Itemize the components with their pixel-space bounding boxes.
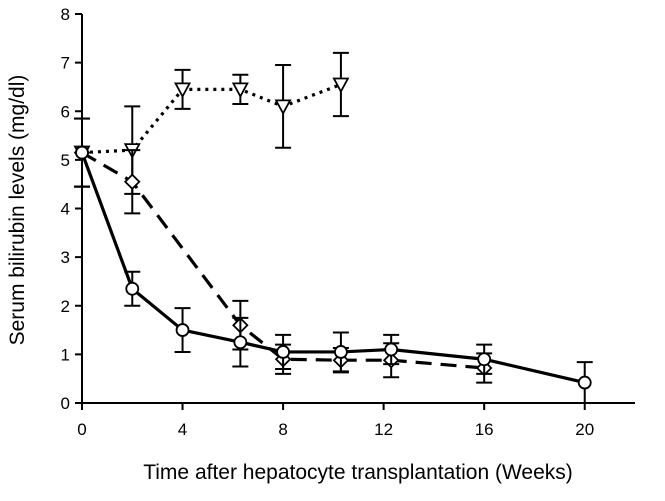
y-tick-label: 0 [61, 394, 70, 413]
data-point [276, 345, 290, 359]
data-point [477, 352, 492, 367]
data-point [334, 345, 348, 359]
y-tick-label: 2 [61, 297, 70, 316]
x-tick-label: 8 [278, 420, 287, 439]
x-tick-label: 12 [374, 420, 393, 439]
data-point [384, 342, 399, 357]
data-point [231, 82, 249, 99]
data-point [125, 281, 140, 296]
y-tick-label: 4 [61, 200, 70, 219]
series-solid [74, 117, 593, 404]
series-line [81, 83, 342, 155]
x-tick-label: 4 [178, 420, 187, 439]
y-tick-label: 1 [61, 345, 70, 364]
data-point [75, 145, 89, 160]
data-point [233, 335, 248, 350]
y-tick-label: 8 [61, 5, 70, 24]
x-tick-label: 0 [77, 420, 86, 439]
data-point [274, 99, 292, 116]
x-axis-label: Time after hepatocyte transplantation (W… [143, 461, 573, 484]
data-point [332, 77, 350, 94]
y-axis-label: Serum bilirubin levels (mg/dl) [6, 75, 29, 346]
data-point [175, 323, 190, 337]
series-layer [73, 51, 593, 404]
y-tick-label: 3 [61, 248, 70, 267]
y-tick-label: 5 [61, 151, 70, 170]
y-tick-label: 7 [61, 54, 70, 73]
y-tick-label: 6 [61, 102, 70, 121]
data-point [577, 375, 592, 390]
x-tick-label: 16 [475, 420, 494, 439]
x-tick-label: 20 [575, 420, 594, 439]
data-point [123, 173, 141, 191]
data-point [174, 82, 192, 99]
